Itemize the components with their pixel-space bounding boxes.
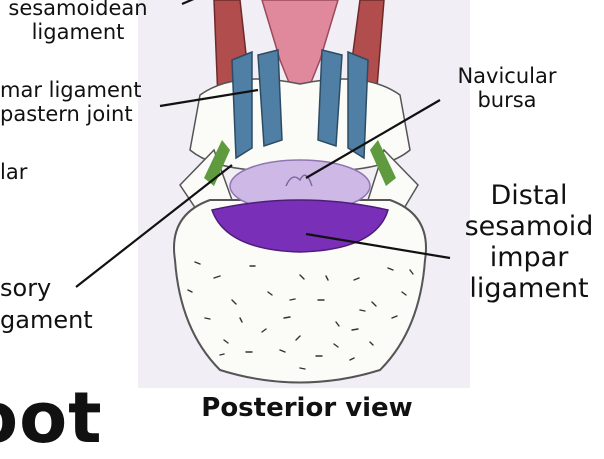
label-impar-pastern: mar ligament pastern joint	[0, 78, 141, 126]
label-impar-pastern-line1: mar ligament	[0, 78, 141, 102]
label-sesamoidean-ligament: sesamoidean ligament	[0, 0, 156, 44]
label-navicular-line1: Navicular	[442, 64, 572, 88]
label-distal-line2: sesamoid	[454, 211, 604, 242]
label-navicular-bursa: Navicular bursa	[442, 64, 572, 112]
label-sesamoidean-line2: ligament	[0, 20, 156, 44]
label-sesamoidean-line1: sesamoidean	[0, 0, 156, 20]
right-outer-tendon	[348, 52, 368, 158]
view-title: Posterior view	[162, 394, 452, 424]
label-distal-sesamoid-impar: Distal sesamoid impar ligament	[454, 180, 604, 304]
label-left-fragment: lar	[0, 160, 27, 184]
label-accessory-ligament: sory gament	[0, 272, 93, 337]
label-accessory-line1: sory	[0, 272, 93, 304]
label-impar-pastern-line2: pastern joint	[0, 102, 141, 126]
label-navicular-line2: bursa	[442, 88, 572, 112]
label-accessory-line2: gament	[0, 304, 93, 336]
diagram-stage: sesamoidean ligament mar ligament paster…	[0, 0, 604, 436]
label-distal-line4: ligament	[454, 273, 604, 304]
left-outer-tendon	[232, 52, 252, 158]
label-distal-line1: Distal	[454, 180, 604, 211]
label-distal-line3: impar	[454, 242, 604, 273]
big-heading-fragment: oot	[0, 378, 103, 459]
